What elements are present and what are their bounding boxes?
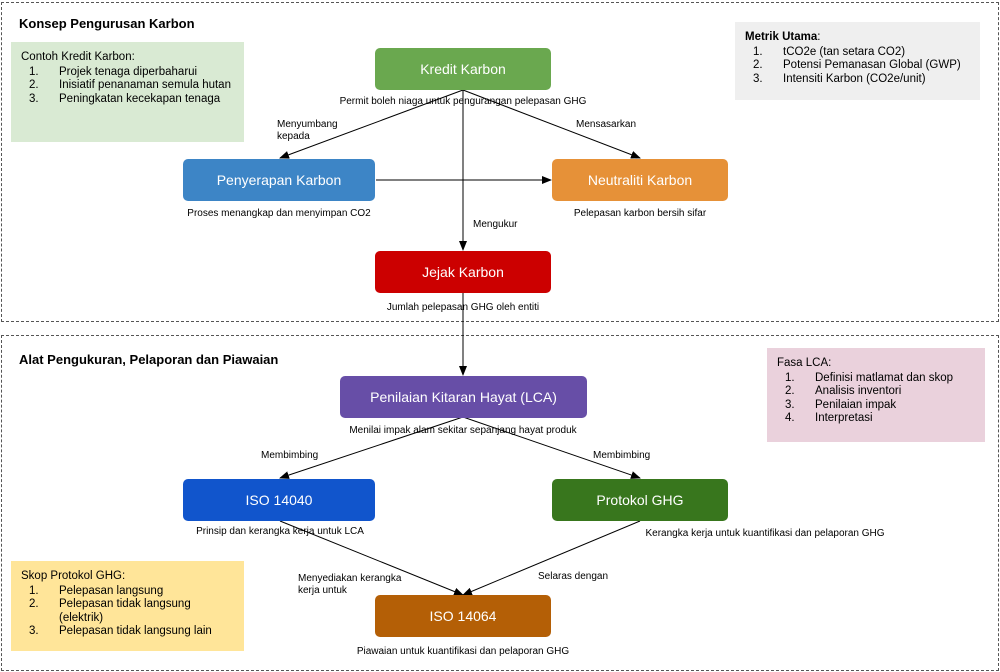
edge-label-mengukur: Mengukur — [473, 219, 518, 230]
node-kredit-karbon-label: Kredit Karbon — [420, 61, 506, 77]
edge-iso14040-iso14064 — [279, 520, 464, 596]
section-title-alat: Alat Pengukuran, Pelaporan dan Piawaian — [19, 352, 279, 367]
list-item: 2.Analisis inventori — [785, 385, 902, 397]
list-item: 2.Pelepasan tidak langsung (elektrik) — [29, 598, 191, 624]
list-item: 2.Inisiatif penanaman semula hutan — [29, 79, 231, 91]
caption-iso-14040: Prinsip dan kerangka kerja untuk LCA — [196, 526, 364, 537]
edge-lca-iso14040 — [279, 416, 464, 479]
list-item: 3.Peningkatan kecekapan tenaga — [29, 92, 221, 105]
node-iso-14040-label: ISO 14040 — [245, 492, 313, 508]
list-item: 1.tCO2e (tan setara CO2) — [753, 45, 906, 58]
caption-iso-14064: Piawaian untuk kuantifikasi dan pelapora… — [356, 646, 570, 657]
note-metrik-utama: Metrik Utama: 1.tCO2e (tan setara CO2) 2… — [735, 22, 980, 100]
list-item: 3.Pelepasan tidak langsung lain — [29, 625, 212, 637]
caption-protokol-ghg: Kerangka kerja untuk kuantifikasi dan pe… — [645, 528, 885, 539]
node-iso-14040[interactable]: ISO 14040 — [183, 479, 375, 521]
edge-label-mensasarkan: Mensasarkan — [576, 119, 637, 130]
note-contoh-kredit-karbon: Contoh Kredit Karbon: 1.Projek tenaga di… — [11, 42, 244, 142]
node-protokol-ghg-label: Protokol GHG — [596, 492, 684, 508]
edge-label-menyediakan: Menyediakan kerangka kerja untuk — [298, 573, 402, 596]
list-item: 1.Definisi matlamat dan skop — [785, 371, 954, 384]
note-contoh-kredit-list: 1.Projek tenaga diperbaharui 2.Inisiatif… — [21, 66, 234, 107]
caption-penyerapan-karbon: Proses menangkap dan menyimpan CO2 — [187, 208, 371, 219]
note-skop-ghg-list: 1.Pelepasan langsung 2.Pelepasan tidak l… — [21, 585, 234, 639]
list-item: 1.Projek tenaga diperbaharui — [29, 65, 198, 78]
node-protokol-ghg[interactable]: Protokol GHG — [552, 479, 728, 521]
node-penyerapan-karbon[interactable]: Penyerapan Karbon — [183, 159, 375, 201]
note-metrik-list: 1.tCO2e (tan setara CO2) 2.Potensi Peman… — [745, 46, 970, 87]
edge-label-menyumbang: Menyumbang kepada — [277, 119, 338, 142]
section-alat-pengukuran — [1, 335, 999, 671]
edge-label-selaras: Selaras dengan — [538, 571, 609, 582]
caption-jejak-karbon: Jumlah pelepasan GHG oleh entiti — [386, 302, 540, 313]
edge-kredit-neutraliti — [462, 89, 641, 159]
note-skop-protokol-ghg: Skop Protokol GHG: 1.Pelepasan langsung … — [11, 561, 244, 651]
note-fasa-lca-list: 1.Definisi matlamat dan skop 2.Analisis … — [777, 372, 975, 426]
list-item: 2.Potensi Pemanasan Global (GWP) — [753, 59, 961, 71]
list-item: 3.Penilaian impak — [785, 398, 897, 411]
node-iso-14064[interactable]: ISO 14064 — [375, 595, 551, 637]
list-item: 4.Interpretasi — [785, 412, 873, 424]
caption-lca: Menilai impak alam sekitar sepanjang hay… — [349, 425, 577, 436]
note-fasa-lca-title: Fasa LCA: — [777, 357, 832, 369]
node-lca-label: Penilaian Kitaran Hayat (LCA) — [370, 389, 557, 405]
list-item: 1.Pelepasan langsung — [29, 584, 164, 597]
node-iso-14064-label: ISO 14064 — [429, 608, 497, 624]
node-kredit-karbon[interactable]: Kredit Karbon — [375, 48, 551, 90]
note-contoh-kredit-title: Contoh Kredit Karbon: — [21, 51, 135, 63]
note-fasa-lca: Fasa LCA: 1.Definisi matlamat dan skop 2… — [767, 348, 985, 442]
edge-label-membimbing-right: Membimbing — [593, 450, 651, 461]
note-metrik-title: Metrik Utama: — [745, 31, 821, 43]
node-jejak-karbon[interactable]: Jejak Karbon — [375, 251, 551, 293]
node-lca[interactable]: Penilaian Kitaran Hayat (LCA) — [340, 376, 587, 418]
note-skop-ghg-title: Skop Protokol GHG: — [21, 570, 126, 582]
node-penyerapan-karbon-label: Penyerapan Karbon — [216, 172, 342, 188]
caption-kredit-karbon: Permit boleh niaga untuk pengurangan pel… — [339, 96, 587, 107]
node-neutraliti-karbon[interactable]: Neutraliti Karbon — [552, 159, 728, 201]
node-jejak-karbon-label: Jejak Karbon — [422, 264, 504, 280]
list-item: 3.Intensiti Karbon (CO2e/unit) — [753, 72, 926, 85]
node-neutraliti-karbon-label: Neutraliti Karbon — [587, 172, 693, 188]
edge-kredit-penyerapan — [279, 89, 464, 159]
caption-neutraliti-karbon: Pelepasan karbon bersih sifar — [573, 208, 707, 219]
edge-protokol-iso14064 — [462, 520, 641, 596]
edge-lca-protokol — [462, 416, 641, 479]
edge-label-membimbing-left: Membimbing — [261, 450, 319, 461]
section-konsep-pengurusan-karbon — [1, 2, 999, 322]
section-title-konsep: Konsep Pengurusan Karbon — [19, 16, 195, 31]
